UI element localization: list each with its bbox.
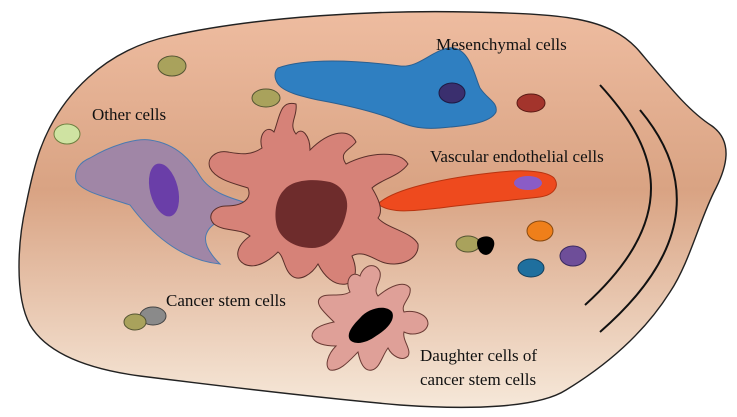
mesenchymal-cell [274, 47, 497, 129]
label-mesenchymal-cells: Mesenchymal cells [436, 35, 567, 54]
vascular-nucleus [514, 176, 542, 190]
small-cell-red [516, 93, 546, 113]
label-daughter-cells-line1: Daughter cells of [420, 346, 537, 365]
other-nucleus [148, 163, 180, 217]
membrane-curve-1 [584, 84, 652, 306]
vascular-endothelial-cell [377, 170, 557, 212]
cancer-stem-nucleus [275, 180, 348, 248]
daughter-nucleus [348, 307, 393, 343]
small-cell-olive [123, 313, 147, 331]
label-cancer-stem-cells: Cancer stem cells [166, 291, 286, 310]
small-cell-orange [526, 220, 554, 242]
label-other-cells: Other cells [92, 105, 166, 124]
small-cell-lightgreen [53, 123, 81, 145]
label-vascular-endothelial-cells: Vascular endothelial cells [430, 147, 604, 166]
mesenchymal-nucleus [438, 82, 466, 104]
membrane-curve-2 [599, 109, 678, 333]
small-cell-olive [455, 235, 481, 253]
small-cell-blue [517, 258, 545, 278]
small-cell-black [477, 236, 495, 255]
small-cell-olive [157, 55, 187, 77]
small-cell-olive [251, 88, 281, 108]
label-daughter-cells-line2: cancer stem cells [420, 370, 536, 389]
small-cell-purple [559, 245, 587, 267]
